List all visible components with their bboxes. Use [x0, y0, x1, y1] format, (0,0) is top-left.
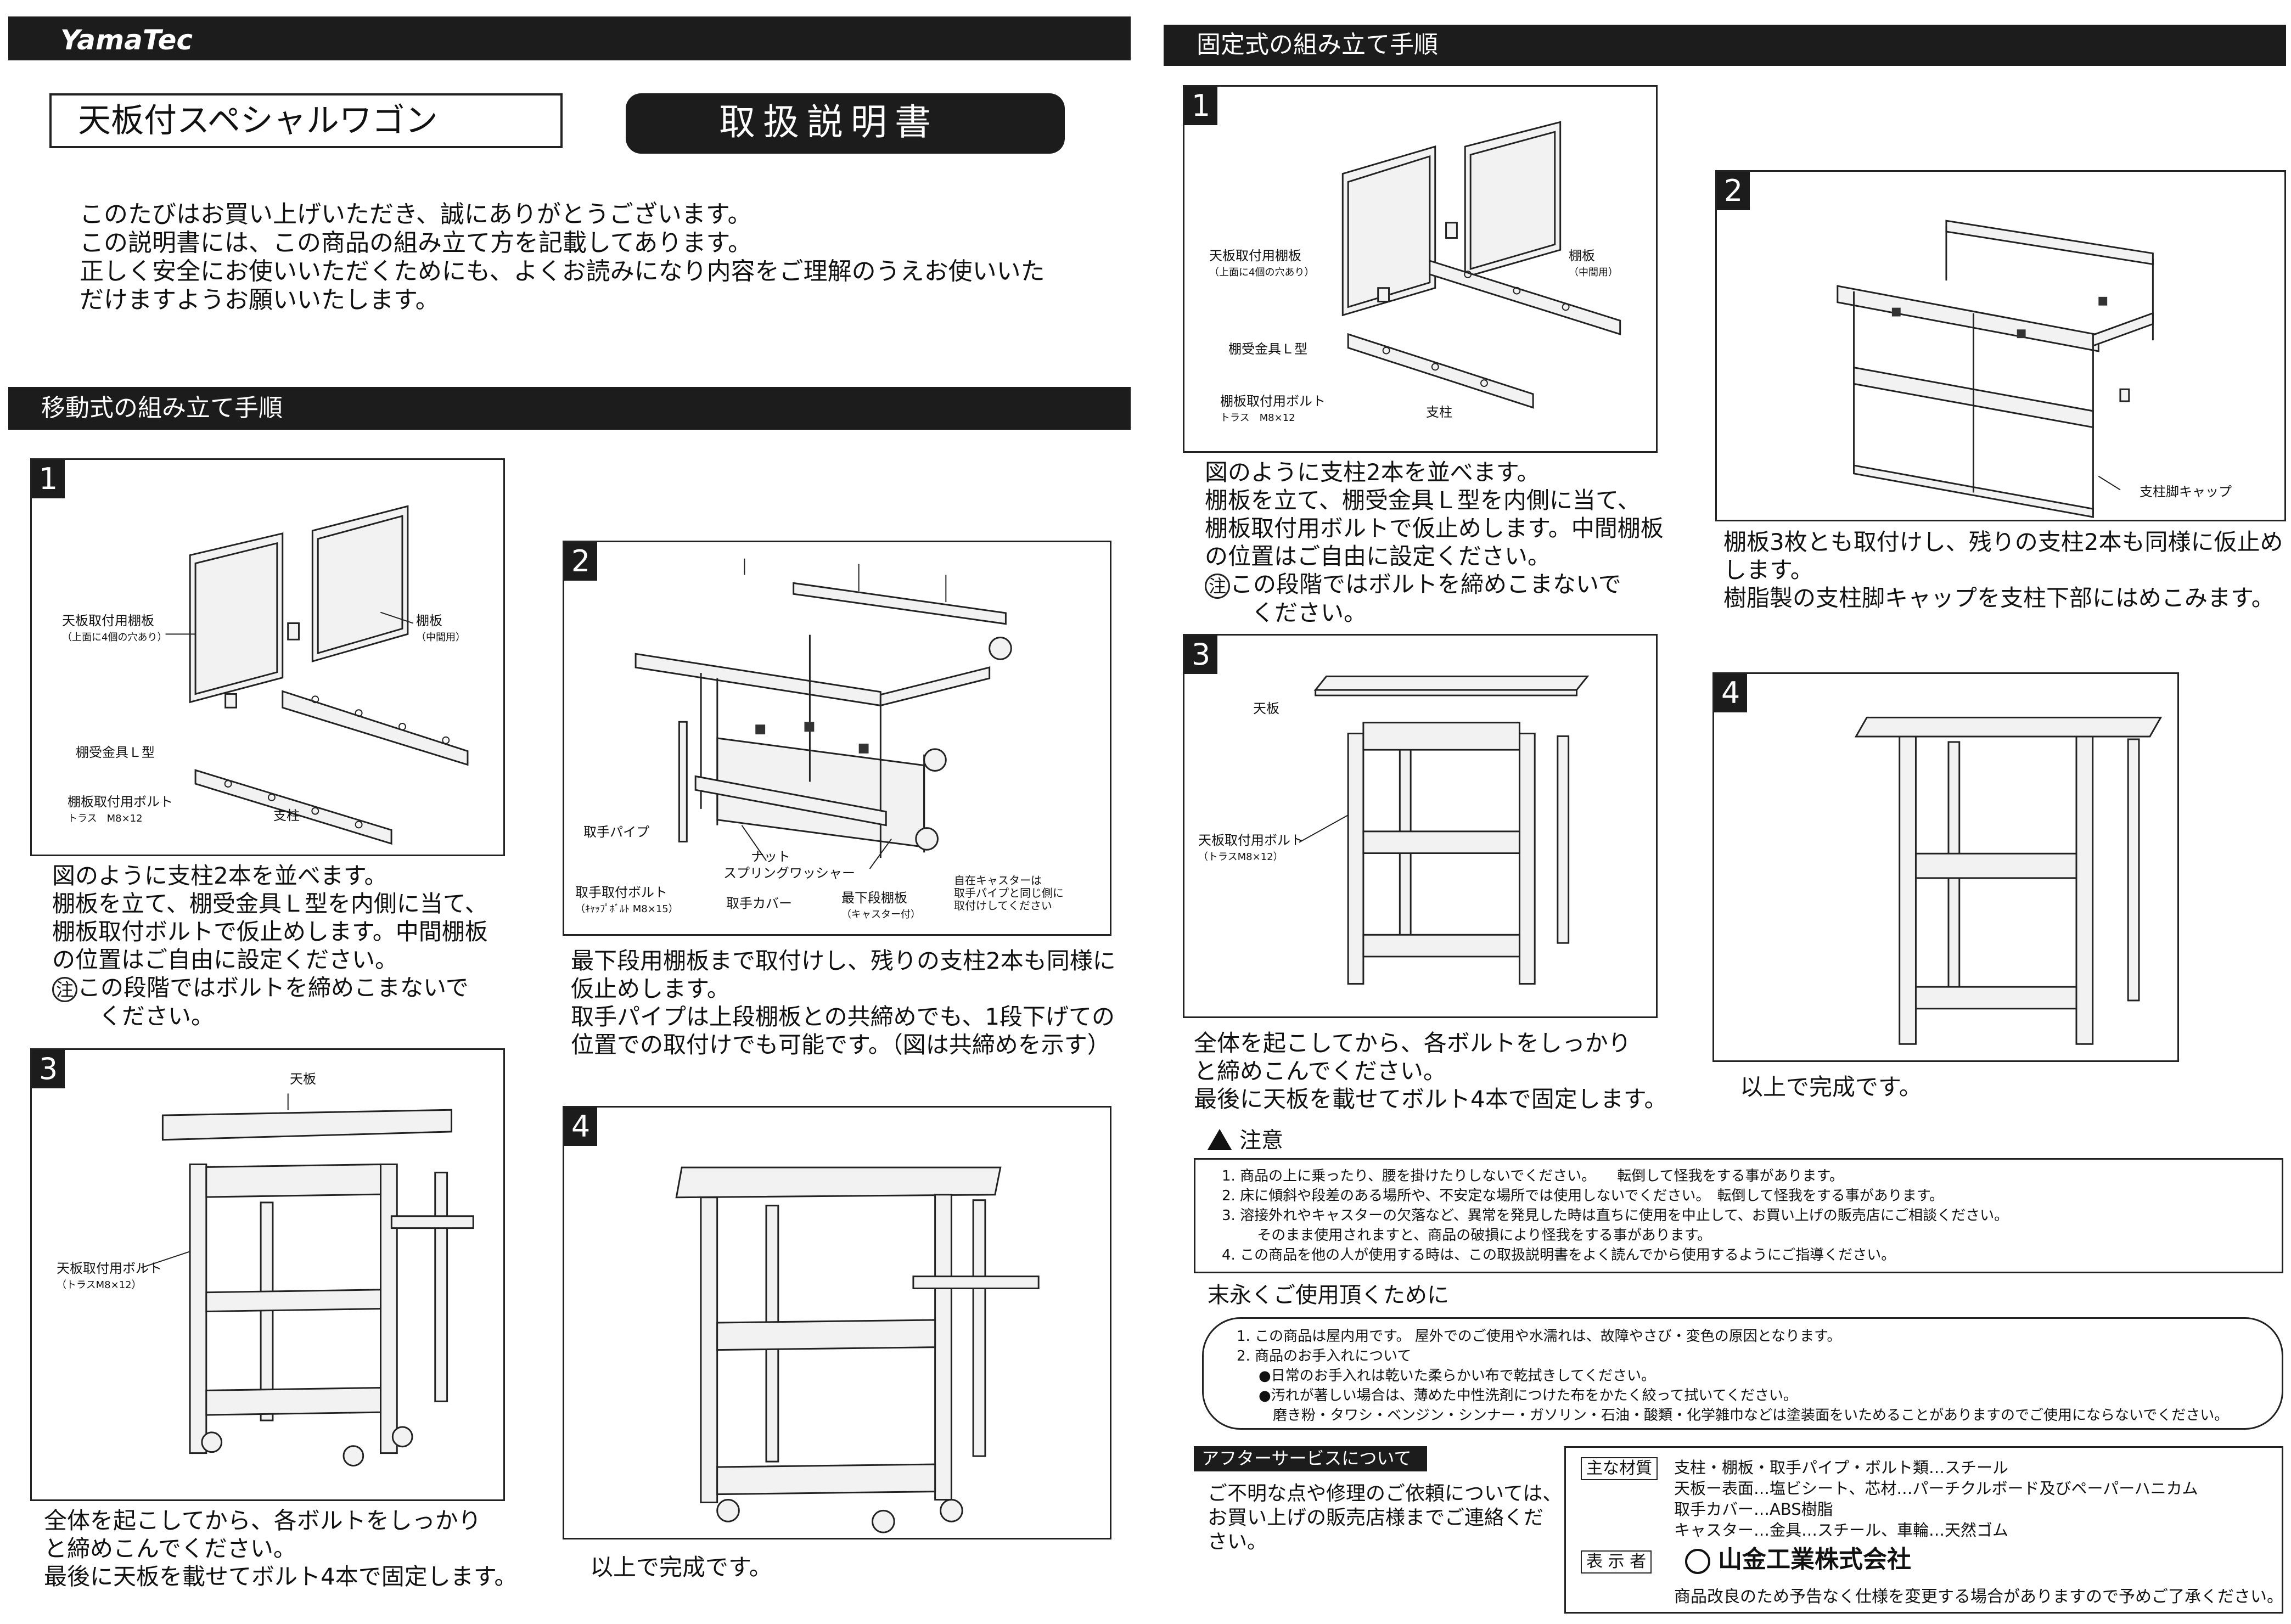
footnote: 商品改良のため予告なく仕様を変更する場合がありますので予めご了承ください。 [1674, 1587, 2283, 1606]
fixed-step1-text: 図のように支柱2本を並べます。 棚板を立て、棚受金具Ｌ型を内側に当て、 棚板取付… [1205, 459, 1664, 626]
mobile-step2-text: 最下段用棚板まで取付けし、残りの支柱2本も同様に 仮止めします。 取手パイプは上… [571, 947, 1116, 1058]
fixed-step4-figure: 4 [1712, 672, 2179, 1062]
intro-line: このたびはお買い上げいただき、誠にありがとうございます。 [80, 200, 752, 228]
caution-box: 1. 商品の上に乗ったり、腰を掛けたりしないでください。 転倒して怪我をする事が… [1194, 1158, 2283, 1273]
label-handle-cover: 取手カバー [726, 896, 792, 911]
frame-parts-drawing [165, 505, 469, 845]
intro-line: この説明書には、この商品の組み立て方を記載してあります。 [80, 229, 752, 257]
step-number: 1 [32, 460, 65, 498]
label-shelf: 棚板（中間用） [416, 613, 465, 643]
after-service-text: ご不明な点や修理のご依頼については、 お買い上げの販売店様までご連絡くだ さい。 [1208, 1482, 1563, 1553]
step-number: 4 [1714, 674, 1747, 712]
step-number: 3 [32, 1050, 65, 1088]
label-bracket: 棚受金具Ｌ型 [76, 745, 155, 760]
step-number: 2 [564, 542, 597, 581]
manual-title: 取扱説明書 [719, 101, 939, 143]
fixed-step2-text: 棚板3枚とも取付けし、残りの支柱2本も同様に仮止め します。 樹脂製の支柱脚キャ… [1723, 529, 2283, 611]
mobile-heading-bar: 移動式の組み立て手順 [8, 387, 1131, 430]
mobile-step3-text: 全体を起こしてから、各ボルトをしっかり と締めこんでください。 最後に天板を載せ… [44, 1507, 518, 1590]
care-box: 1. この商品は屋内用です。 屋外でのご使用や水濡れは、故障やさび・変色の原因と… [1202, 1317, 2283, 1430]
mobile-step4-text: 以上で完成です。 [590, 1554, 772, 1581]
frame-assembly-drawing [634, 558, 1012, 869]
brand-logo: YamaTec [60, 24, 193, 56]
label-top: 天板 [290, 1071, 316, 1087]
company-name: 山金工業株式会社 [1718, 1546, 1911, 1574]
mobile-heading: 移動式の組み立て手順 [41, 394, 283, 422]
fixed-heading: 固定式の組み立て手順 [1197, 31, 1438, 59]
mobile-step1-text: 図のように支柱2本を並べます。 棚板を立て、棚受金具Ｌ型を内側に当て、 棚板取付… [52, 862, 488, 1030]
fixed-heading-bar: 固定式の組み立て手順 [1164, 25, 2286, 66]
label-bracket: 棚受金具Ｌ型 [1228, 341, 1307, 357]
manual-title-box: 取扱説明書 [626, 93, 1065, 154]
label-top: 天板 [1253, 701, 1279, 716]
company-logo-icon [1685, 1549, 1710, 1574]
label-bolt: 棚板取付用ボルトトラス M8×12 [68, 794, 173, 824]
label-tenban-shelf: 天板取付用棚板（上面に4個の穴あり） [62, 613, 167, 643]
label-foot-cap: 支柱脚キャップ [2140, 484, 2232, 499]
step-number: 3 [1184, 636, 1217, 674]
label-bottom-shelf: 最下段棚板（キャスター付） [841, 890, 920, 920]
label-post: 支柱 [1426, 404, 1452, 420]
intro-text: このたびはお買い上げいただき、誠にありがとうございます。 この説明書には、この商… [80, 200, 1045, 314]
materials-box [1564, 1446, 2283, 1614]
mobile-step2-figure: 2 取手パイプ ナット スプリングワッシャー 取手取付ボルト（ｷｬｯﾌﾟﾎﾞﾙﾄ… [563, 541, 1111, 936]
fixed-step1-figure: 1 天板取付用棚板（上面に4個の穴あり） 棚板（中間用） 棚受金具Ｌ型 棚板取付… [1183, 85, 1658, 453]
step-number: 4 [564, 1108, 597, 1146]
caution-title: 注意 [1239, 1128, 1283, 1153]
step-number: 2 [1717, 172, 1750, 210]
fixed-step3-text: 全体を起こしてから、各ボルトをしっかり と締めこんでください。 最後に天板を載せ… [1194, 1030, 1667, 1112]
label-handle-bolt: 取手取付ボルト（ｷｬｯﾌﾟﾎﾞﾙﾄ M8×15） [575, 885, 678, 915]
after-service-title: アフターサービスについて [1201, 1448, 1412, 1469]
caution-mark: 注 [52, 977, 77, 1002]
label-top-bolt: 天板取付用ボルト（トラスM8×12） [57, 1261, 162, 1291]
wagon-top-drawing [141, 1093, 474, 1466]
maker-label: 表 示 者 [1581, 1550, 1652, 1574]
completed-wagon-drawing [675, 1166, 1040, 1533]
mobile-step3-figure: 3 天板 天板取付用ボルト（トラスM8×12） [30, 1048, 505, 1501]
product-name: 天板付スペシャルワゴン [78, 102, 438, 140]
warning-icon [1208, 1129, 1232, 1150]
fixed-step3-figure: 3 天板 天板取付用ボルト（トラスM8×12） [1183, 634, 1658, 1018]
materials-label: 主な材質 [1581, 1457, 1658, 1480]
product-name-box: 天板付スペシャルワゴン [49, 93, 563, 148]
label-shelf: 棚板（中間用） [1569, 248, 1618, 278]
label-tenban-shelf: 天板取付用棚板（上面に4個の穴あり） [1209, 248, 1315, 278]
brand-bar: YamaTec [8, 16, 1131, 60]
materials-list: 支柱・棚板・取手パイプ・ボルト類…スチール 天板ー表面…塩ビシート、芯材…パーチ… [1674, 1458, 2198, 1539]
after-service-title-box: アフターサービスについて [1194, 1446, 1427, 1471]
label-spring-washer: スプリングワッシャー [723, 866, 855, 881]
label-top-bolt: 天板取付用ボルト（トラスM8×12） [1198, 833, 1304, 863]
mobile-step1-figure: 1 天板取付用棚板（上面に4個の穴あり） 棚板（中間用） 棚受金具Ｌ型 棚板取付… [30, 458, 505, 856]
label-handle-pipe: 取手パイプ [583, 824, 649, 840]
completed-shelf-drawing [1854, 716, 2163, 1045]
label-post: 支柱 [273, 808, 300, 823]
frame-parts-drawing [1341, 121, 1621, 409]
label-nut: ナット [751, 849, 790, 864]
caution-mark: 注 [1205, 574, 1230, 599]
label-caster-note: 自在キャスターは 取手パイプと同じ側に 取付けしてください [954, 874, 1064, 912]
intro-line: だけますようお願いいたします。 [80, 286, 440, 314]
care-title: 末永くご使用頂くために [1208, 1283, 1449, 1308]
fixed-step2-figure: 2 支柱脚キャップ [1715, 170, 2286, 521]
shelf-top-drawing [1299, 675, 1590, 985]
fixed-step4-text: 以上で完成です。 [1740, 1074, 1922, 1100]
frame-assembly-drawing [1837, 220, 2154, 518]
step-number: 1 [1184, 87, 1217, 125]
label-bolt: 棚板取付用ボルトトラス M8×12 [1220, 394, 1326, 424]
mobile-step4-figure: 4 [563, 1106, 1111, 1539]
intro-line: 正しく安全にお使いいただくためにも、よくお読みになり内容をご理解のうえお使いいた [80, 257, 1045, 285]
